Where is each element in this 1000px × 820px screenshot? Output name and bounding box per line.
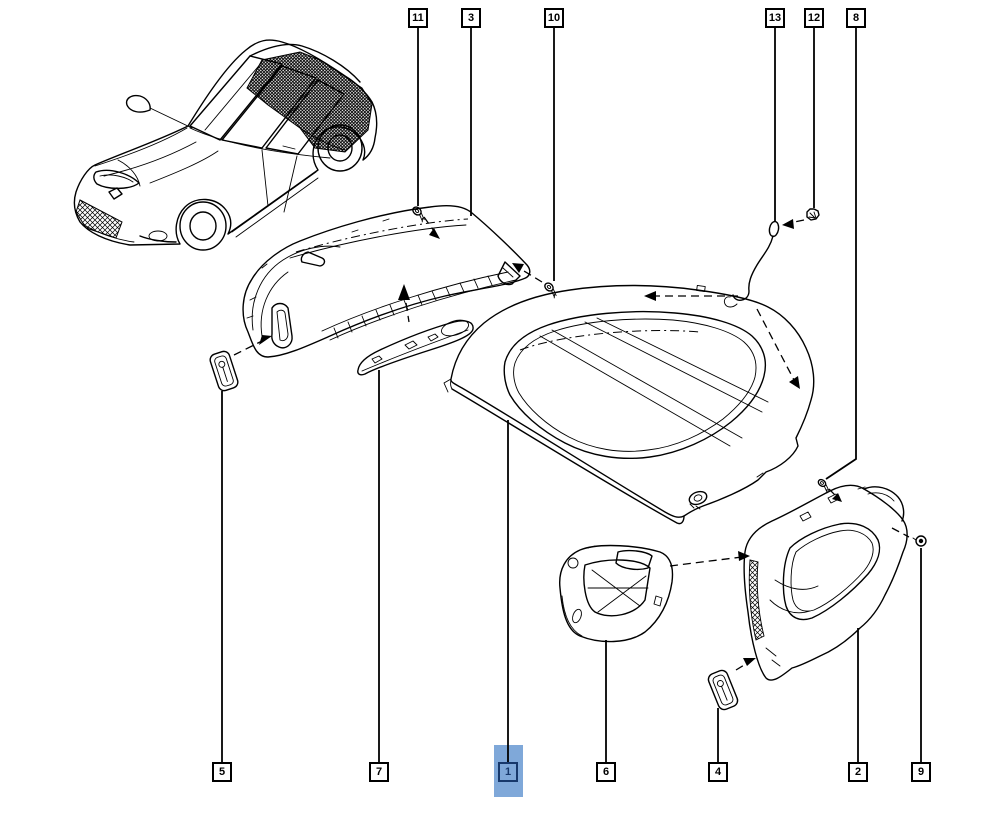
callout-7[interactable]: 7 xyxy=(369,762,389,782)
callout-11[interactable]: 11 xyxy=(408,8,428,28)
callout-12[interactable]: 12 xyxy=(804,8,824,28)
callout-6[interactable]: 6 xyxy=(596,762,616,782)
callout-13[interactable]: 13 xyxy=(765,8,785,28)
part-8-screw xyxy=(816,478,832,493)
car-illustration xyxy=(74,40,376,250)
callout-leader-lines xyxy=(222,28,921,762)
part-5-grommet xyxy=(209,350,240,392)
part-3-quarter-trim xyxy=(243,206,530,357)
part-13-cord xyxy=(724,221,779,307)
part-4-grommet xyxy=(707,669,740,712)
part-2-quarter-trim-panel xyxy=(744,485,907,680)
callout-8[interactable]: 8 xyxy=(846,8,866,28)
callout-2[interactable]: 2 xyxy=(848,762,868,782)
assembly-connectors xyxy=(234,217,909,670)
callout-3[interactable]: 3 xyxy=(461,8,481,28)
part-10-screw xyxy=(542,281,559,297)
part-7-trim-strip xyxy=(358,317,473,375)
callout-10[interactable]: 10 xyxy=(544,8,564,28)
callout-1-selected[interactable]: 1 xyxy=(498,762,518,782)
part-9-nut xyxy=(913,536,926,546)
callout-4[interactable]: 4 xyxy=(708,762,728,782)
callout-5[interactable]: 5 xyxy=(212,762,232,782)
car-shelf-location-hatch xyxy=(247,52,372,152)
part-6-mounting-plate xyxy=(560,546,673,642)
callout-9[interactable]: 9 xyxy=(911,762,931,782)
part-1-parcel-shelf xyxy=(444,285,814,523)
part-11-screw xyxy=(410,205,427,221)
part-12-clip xyxy=(807,209,819,220)
